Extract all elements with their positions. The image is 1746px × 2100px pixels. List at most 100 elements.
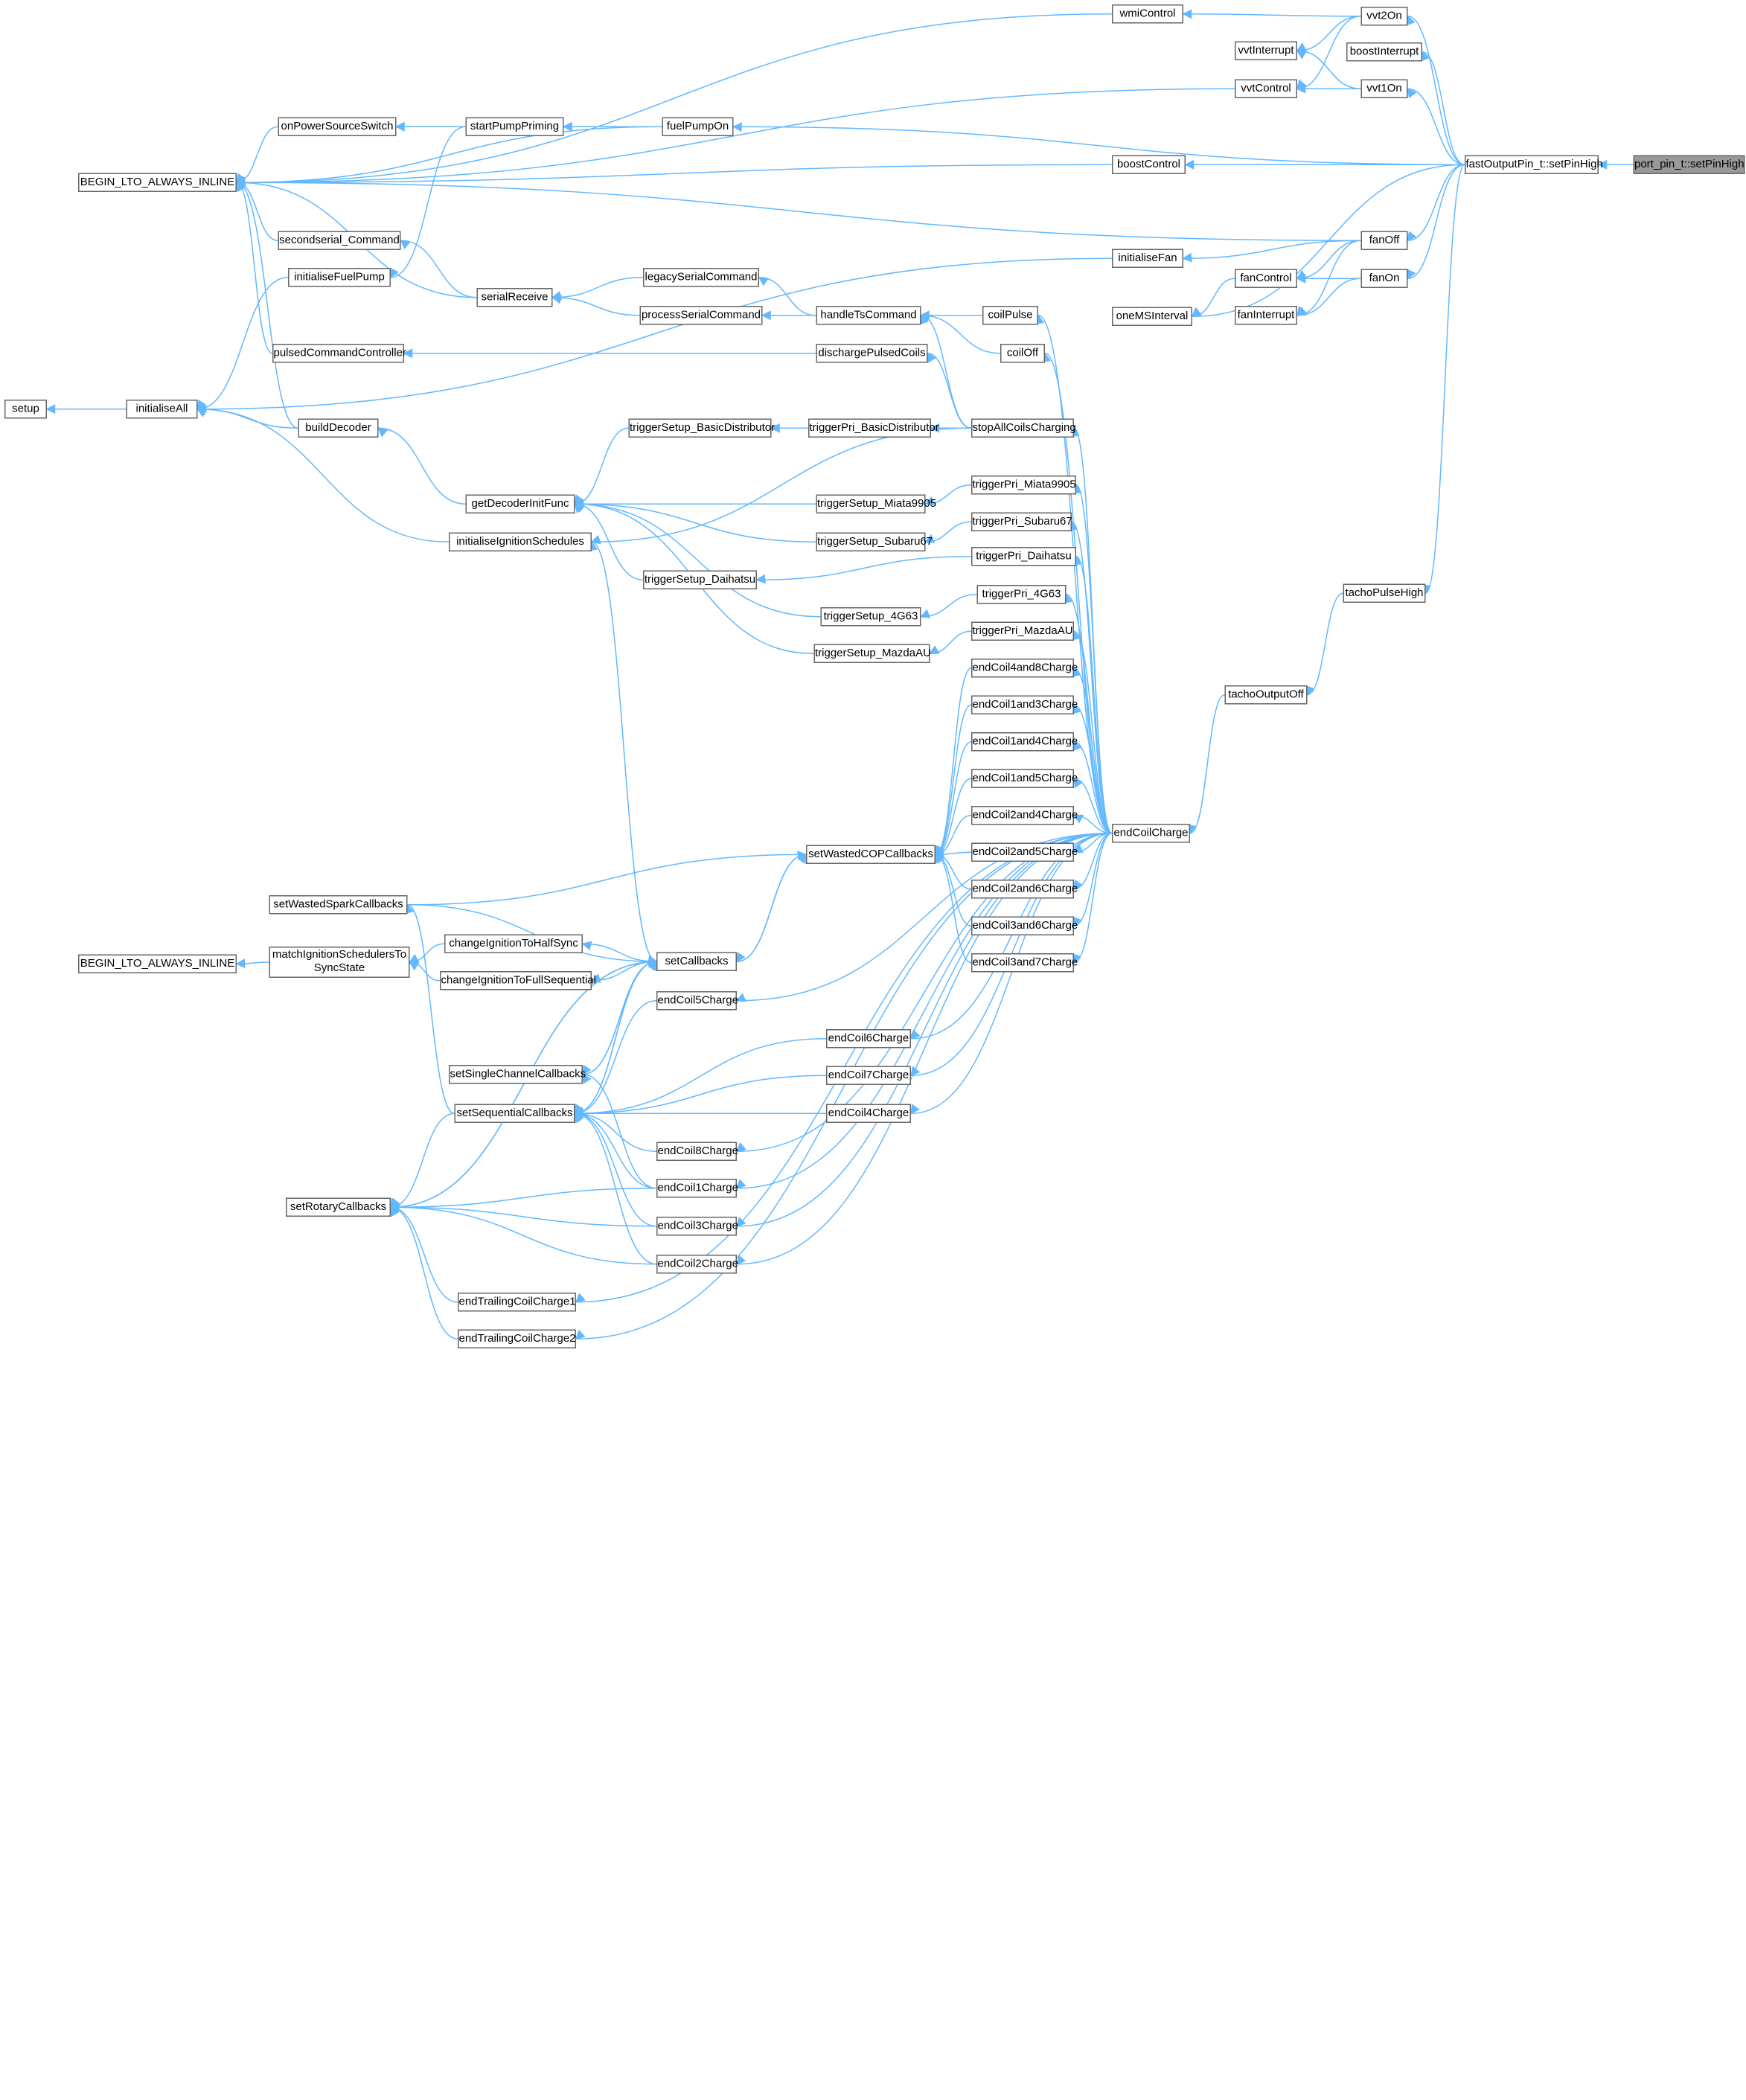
node-onpowersourceswitch[interactable]: onPowerSourceSwitch [278, 117, 397, 136]
node-fanon[interactable]: fanOn [1360, 269, 1408, 288]
node-begin-lto-always-inline[interactable]: BEGIN_LTO_ALWAYS_INLINE [78, 173, 237, 192]
node-wmicontrol[interactable]: wmiControl [1112, 4, 1183, 24]
node-startpumppriming[interactable]: startPumpPriming [465, 117, 564, 136]
node-endcoil8charge[interactable]: endCoil8Charge [656, 1142, 738, 1161]
node-endcoil2and5charge[interactable]: endCoil2and5Charge [971, 842, 1078, 862]
node-endcoil1and5charge[interactable]: endCoil1and5Charge [971, 769, 1078, 788]
edge-BEGIN_LTO_ALWAYS_INLINE_1-to-boostControl [236, 164, 1113, 183]
node-endcoil5charge[interactable]: endCoil5Charge [656, 991, 738, 1011]
edge-BEGIN_LTO_ALWAYS_INLINE_1-to-fuelPumpOn [236, 126, 662, 183]
node-tachopulsehigh[interactable]: tachoPulseHigh [1343, 583, 1426, 603]
node-coiloff[interactable]: coilOff [1000, 344, 1045, 363]
node-triggersetup-basicdistributor[interactable]: triggerSetup_BasicDistributor [628, 418, 776, 438]
node-tachooutputoff[interactable]: tachoOutputOff [1224, 685, 1308, 705]
node-setsinglechannelcallbacks[interactable]: setSingleChannelCallbacks [449, 1065, 586, 1084]
node-triggerpri-basicdistributor[interactable]: triggerPri_BasicDistributor [808, 418, 939, 438]
node-secondserial-command[interactable]: secondserial_Command [278, 231, 401, 250]
node-vvt1on[interactable]: vvt1On [1360, 79, 1408, 98]
node-triggerpri-miata9905[interactable]: triggerPri_Miata9905 [971, 476, 1076, 495]
node-triggerpri-daihatsu[interactable]: triggerPri_Daihatsu [971, 547, 1076, 566]
node-setcallbacks[interactable]: setCallbacks [656, 952, 737, 971]
node-vvtinterrupt[interactable]: vvtInterrupt [1235, 41, 1297, 60]
node-endcoil3and7charge[interactable]: endCoil3and7Charge [971, 953, 1078, 973]
node-initialisefuelpump[interactable]: initialiseFuelPump [288, 268, 391, 287]
node-fancontrol[interactable]: fanControl [1235, 269, 1297, 288]
edge-arrowhead [551, 294, 562, 304]
node-builddecoder[interactable]: buildDecoder [298, 418, 379, 438]
node-port-pin-t-setpinhigh[interactable]: port_pin_t::setPinHigh [1633, 155, 1745, 174]
node-endcoil4and8charge[interactable]: endCoil4and8Charge [971, 659, 1078, 678]
node-vvtcontrol[interactable]: vvtControl [1235, 79, 1297, 98]
node-triggersetup-subaru67[interactable]: triggerSetup_Subaru67 [816, 532, 933, 551]
edge-serialReceive-to-processSerialCommand [552, 297, 640, 316]
node-endcoil3and6charge[interactable]: endCoil3and6Charge [971, 916, 1078, 935]
node-onemsinterval[interactable]: oneMSInterval [1112, 307, 1192, 326]
edge-arrowhead [647, 961, 658, 971]
node-setsequentialcallbacks[interactable]: setSequentialCallbacks [454, 1104, 575, 1123]
node-dischargepulsedcoils[interactable]: dischargePulsedCoils [816, 344, 928, 363]
node-stopallcoilscharging[interactable]: stopAllCoilsCharging [971, 418, 1076, 438]
node-boostcontrol[interactable]: boostControl [1112, 155, 1186, 174]
node-initialiseignitionschedules[interactable]: initialiseIgnitionSchedules [449, 532, 592, 551]
edge-setWastedCOPCallbacks-to-setCallbacks [736, 854, 807, 962]
node-setup[interactable]: setup [4, 400, 47, 419]
edge-setCallbacks-to-setWastedSparkCallbacks [407, 904, 657, 962]
node-triggersetup-daihatsu[interactable]: triggerSetup_Daihatsu [643, 570, 757, 589]
node-endcoil7charge[interactable]: endCoil7Charge [826, 1066, 911, 1085]
node-label: boostInterrupt [1349, 45, 1419, 59]
edge-getDecoderInitFunc-to-triggerSetup_BasicDistributor [575, 427, 629, 505]
node-changeignitiontofullsequential[interactable]: changeIgnitionToFullSequential [440, 971, 596, 990]
node-endcoil4charge[interactable]: endCoil4Charge [826, 1104, 911, 1123]
node-triggerpri-4g63[interactable]: triggerPri_4G63 [976, 585, 1067, 604]
node-setwastedcopcallbacks[interactable]: setWastedCOPCallbacks [806, 845, 936, 864]
edge-setRotaryCallbacks-to-setCallbacks [390, 961, 657, 1208]
edge-vvtInterrupt-to-vvt2On [1296, 16, 1361, 51]
node-endcoil1and4charge[interactable]: endCoil1and4Charge [971, 732, 1078, 752]
node-endtrailingcoilcharge1[interactable]: endTrailingCoilCharge1 [458, 1293, 576, 1312]
node-label: triggerSetup_BasicDistributor [630, 422, 776, 435]
edge-initialiseAll-to-initialiseFuelPump [197, 277, 289, 410]
node-fuelpumpon[interactable]: fuelPumpOn [662, 117, 734, 136]
node-setrotarycallbacks[interactable]: setRotaryCallbacks [286, 1197, 391, 1217]
node-label: triggerSetup_4G63 [823, 610, 918, 624]
node-label: fanInterrupt [1237, 309, 1295, 322]
node-endcoil6charge[interactable]: endCoil6Charge [826, 1029, 911, 1049]
node-legacyserialcommand[interactable]: legacySerialCommand [643, 268, 759, 287]
node-endcoil1and3charge[interactable]: endCoil1and3Charge [971, 695, 1078, 714]
node-coilpulse[interactable]: coilPulse [982, 306, 1038, 325]
node-triggersetup-4g63[interactable]: triggerSetup_4G63 [820, 607, 921, 627]
node-fastoutputpin-t-setpinhigh[interactable]: fastOutputPin_t::setPinHigh [1465, 155, 1603, 174]
node-changeignitiontohalfsync[interactable]: changeIgnitionToHalfSync [444, 934, 583, 953]
node-serialreceive[interactable]: serialReceive [476, 288, 553, 307]
edge-arrowhead [575, 1329, 586, 1340]
node-initialiseall[interactable]: initialiseAll [126, 400, 198, 419]
node-fanoff[interactable]: fanOff [1360, 231, 1408, 250]
node-endcoil3charge[interactable]: endCoil3Charge [656, 1217, 738, 1236]
node-triggerpri-mazdaau[interactable]: triggerPri_MazdaAU [971, 621, 1074, 641]
node-getdecoderinitfunc[interactable]: getDecoderInitFunc [465, 494, 575, 513]
edge-setWastedCOPCallbacks-to-endCoil4and8Charge [935, 668, 972, 855]
node-triggersetup-miata9905[interactable]: triggerSetup_Miata9905 [816, 494, 936, 513]
node-faninterrupt[interactable]: fanInterrupt [1235, 306, 1297, 325]
node-endcoil2and4charge[interactable]: endCoil2and4Charge [971, 806, 1078, 825]
node-vvt2on[interactable]: vvt2On [1360, 7, 1408, 26]
node-label: coilOff [1006, 347, 1039, 360]
node-initialisefan[interactable]: initialiseFan [1112, 249, 1183, 268]
node-pulsedcommandcontroller[interactable]: pulsedCommandController [272, 344, 406, 363]
edge-arrowhead [919, 609, 931, 618]
node-processserialcommand[interactable]: processSerialCommand [639, 306, 763, 325]
edge-arrowhead [735, 1179, 746, 1189]
node-boostinterrupt[interactable]: boostInterrupt [1346, 42, 1422, 62]
node-setwastedsparkcallbacks[interactable]: setWastedSparkCallbacks [269, 895, 408, 915]
node-endcoil2and6charge[interactable]: endCoil2and6Charge [971, 880, 1078, 899]
edge-endCoil5Charge-to-endCoilCharge [736, 833, 1113, 1002]
node-triggersetup-mazdaau[interactable]: triggerSetup_MazdaAU [813, 644, 931, 663]
node-begin-lto-always-inline-2[interactable]: BEGIN_LTO_ALWAYS_INLINE [78, 954, 237, 973]
node-handletscommand[interactable]: handleTsCommand [816, 306, 921, 325]
node-triggerpri-subaru67[interactable]: triggerPri_Subaru67 [971, 512, 1072, 531]
node-endcoil2charge[interactable]: endCoil2Charge [656, 1255, 738, 1274]
node-endcoil1charge[interactable]: endCoil1Charge [656, 1179, 738, 1198]
node-endtrailingcoilcharge2[interactable]: endTrailingCoilCharge2 [458, 1329, 576, 1348]
node-endcoilcharge[interactable]: endCoilCharge [1112, 824, 1190, 843]
